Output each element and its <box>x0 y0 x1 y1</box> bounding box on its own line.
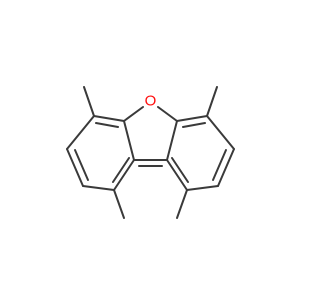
bond-c7-c8-inner <box>212 149 227 181</box>
bond-c9-c9a-inner <box>171 157 189 183</box>
bond-c3-c2 <box>66 148 84 187</box>
molecule-structure-diagram: O <box>66 86 235 219</box>
bond-c7-c8 <box>217 148 235 187</box>
atom-labels-group: O <box>145 93 157 110</box>
bond-o-c5a <box>157 106 178 122</box>
bond-c4a-c4 <box>93 115 125 122</box>
bond-c4-c3 <box>66 115 95 150</box>
bond-c8-c9 <box>186 185 219 191</box>
bond-c9-c9a <box>166 159 188 191</box>
bond-c5a-c9a <box>166 120 178 161</box>
bond-c2-c1 <box>82 185 115 191</box>
bond-c3-c2-inner <box>74 149 89 181</box>
bonds-group <box>66 86 235 219</box>
methyl-bond-c1 <box>113 189 125 219</box>
bond-c5a-c6-inner <box>182 122 206 128</box>
bond-c5a-c6 <box>176 115 208 122</box>
bond-c4a-c4-inner <box>95 122 119 128</box>
bond-c1-c9b-inner <box>112 157 130 183</box>
bond-c4a-c9b <box>123 120 135 161</box>
methyl-bond-c6 <box>206 86 218 117</box>
methyl-bond-c9 <box>176 189 188 219</box>
methyl-bond-c4 <box>83 86 95 117</box>
bond-o-c4a <box>123 106 144 122</box>
bond-c6-c7 <box>206 115 235 150</box>
bond-c1-c9b <box>113 159 135 191</box>
oxygen-atom-label: O <box>145 93 157 110</box>
